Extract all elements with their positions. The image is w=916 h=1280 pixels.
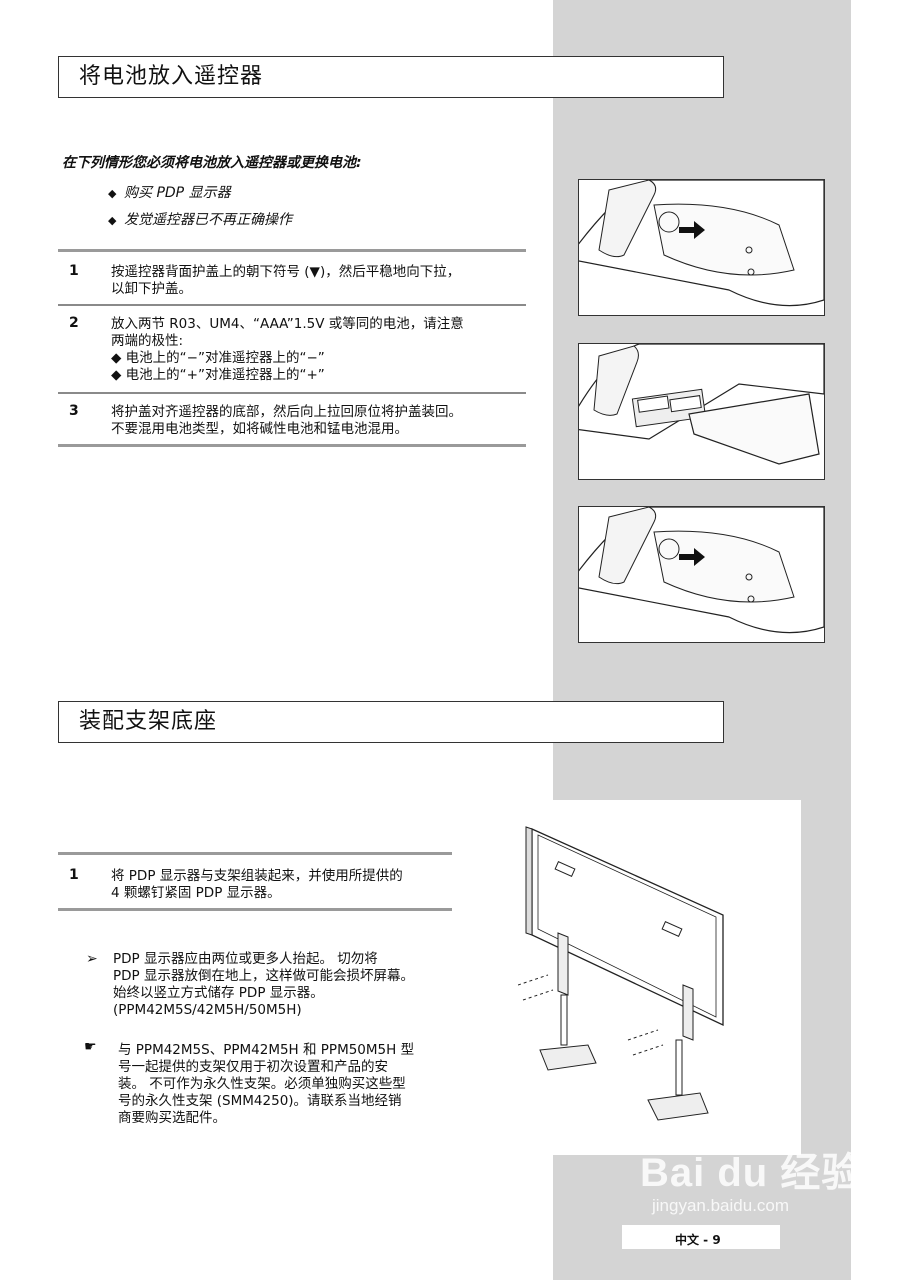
step-text: 将护盖对齐遥控器的底部，然后向上拉回原位将护盖装回。 不要混用电池类型，如将碱性… [111, 404, 462, 437]
footer-box [622, 1225, 780, 1249]
step-text: 将 PDP 显示器与支架组装起来，并使用所提供的 4 颗螺钉紧固 PDP 显示器… [111, 868, 403, 901]
section-title-batteries: 将电池放入遥控器 [58, 56, 724, 98]
remote-cover-figure-2 [578, 506, 825, 643]
diamond-icon: ◆ [108, 214, 117, 227]
divider [58, 908, 452, 911]
note-text: PDP 显示器应由两位或更多人抬起。 切勿将 PDP 显示器放倒在地上，这样做可… [113, 951, 414, 1018]
page-number: 中文 - 9 [675, 1233, 721, 1247]
step-number: 1 [69, 867, 79, 883]
watermark-url: jingyan.baidu.com [652, 1196, 790, 1215]
intro-text: 在下列情形您必须将电池放入遥控器或更换电池: [62, 155, 362, 171]
diamond-icon: ◆ [108, 187, 117, 200]
step-text: 放入两节 R03、UM4、“AAA”1.5V 或等同的电池，请注意 两端的极性:… [111, 316, 464, 383]
divider [58, 852, 452, 855]
pdp-stand-figure [517, 825, 733, 1135]
step-number: 3 [69, 403, 79, 419]
remote-cover-figure-1 [578, 179, 825, 316]
step-number: 1 [69, 263, 79, 279]
arrow-note-icon: ➢ [86, 951, 98, 967]
note-text: 与 PPM42M5S、PPM42M5H 和 PPM50M5H 型 号一起提供的支… [118, 1042, 415, 1126]
bullet-item: ◆发觉遥控器已不再正确操作 [108, 212, 292, 228]
pointing-hand-icon: ☛ [84, 1039, 97, 1055]
baidu-watermark: Bai du 经验 jingyan.baidu.com [640, 1140, 863, 1215]
divider [58, 304, 526, 306]
remote-battery-figure [578, 343, 825, 480]
divider [58, 392, 526, 394]
step-number: 2 [69, 315, 79, 331]
divider [58, 444, 526, 447]
watermark-brand: Bai du 经验 [640, 1151, 863, 1195]
section-title-stand: 装配支架底座 [58, 701, 724, 743]
divider [58, 249, 526, 252]
step-text: 按遥控器背面护盖上的朝下符号 (▼)，然后平稳地向下拉， 以卸下护盖。 [111, 264, 461, 297]
bullet-item: ◆购买 PDP 显示器 [108, 185, 231, 201]
